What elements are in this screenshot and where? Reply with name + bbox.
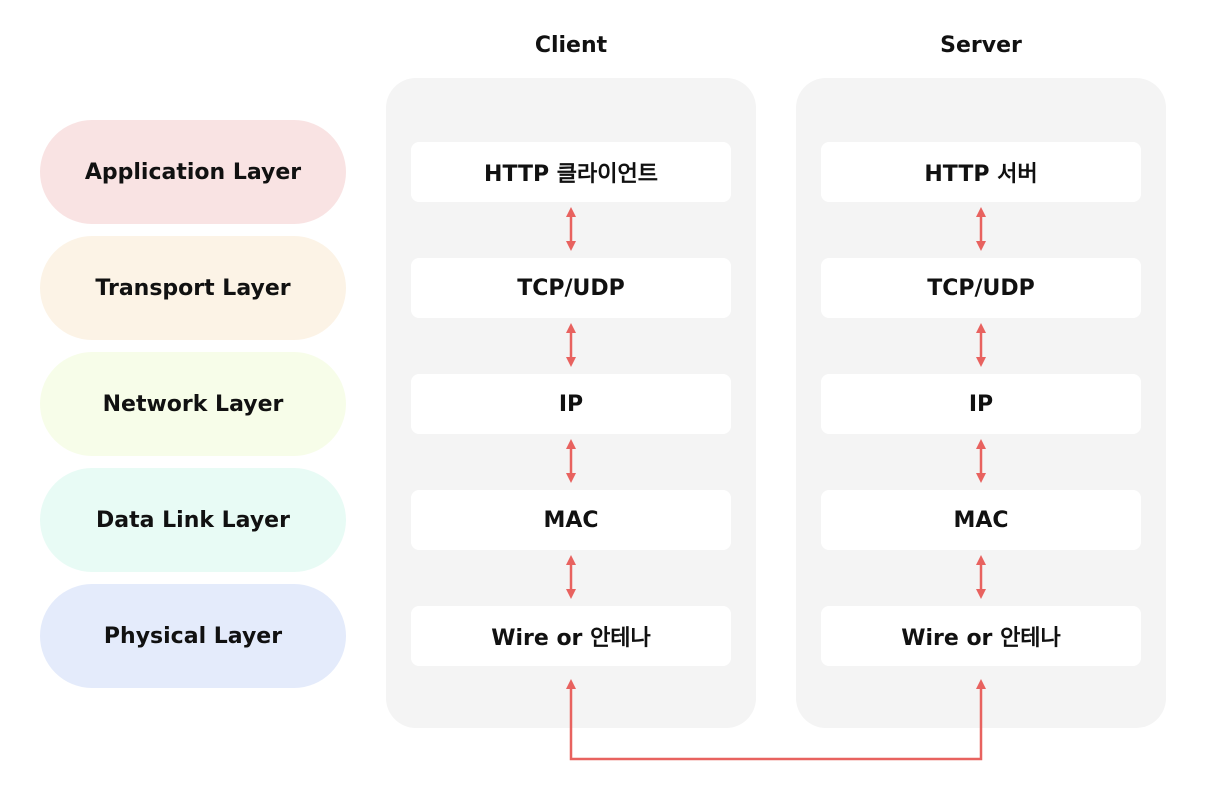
client-box-network: IP bbox=[411, 374, 731, 434]
layer-label: Network Layer bbox=[102, 391, 284, 417]
box-label: HTTP 서버 bbox=[924, 162, 1038, 187]
box-label: TCP/UDP bbox=[517, 275, 625, 301]
server-box-physical: Wire or 안테나 bbox=[821, 606, 1141, 666]
box-label: TCP/UDP bbox=[927, 275, 1035, 301]
server-box-application: HTTP 서버 bbox=[821, 142, 1141, 202]
layer-physical: Physical Layer bbox=[40, 584, 346, 688]
box-label: MAC bbox=[953, 507, 1009, 533]
box-label: Wire or 안테나 bbox=[491, 626, 651, 651]
client-box-data-link: MAC bbox=[411, 490, 731, 550]
server-box-transport: TCP/UDP bbox=[821, 258, 1141, 318]
server-box-data-link: MAC bbox=[821, 490, 1141, 550]
layer-data-link: Data Link Layer bbox=[40, 468, 346, 572]
server-box-network: IP bbox=[821, 374, 1141, 434]
client-title: Client bbox=[534, 33, 608, 58]
server-title: Server bbox=[940, 33, 1022, 58]
layer-label: Application Layer bbox=[84, 159, 302, 185]
box-label: IP bbox=[558, 391, 584, 417]
box-label: HTTP 클라이언트 bbox=[484, 162, 658, 187]
box-label: MAC bbox=[543, 507, 599, 533]
client-box-physical: Wire or 안테나 bbox=[411, 606, 731, 666]
layer-label: Data Link Layer bbox=[96, 507, 290, 533]
layer-label: Transport Layer bbox=[95, 275, 291, 301]
client-box-application: HTTP 클라이언트 bbox=[411, 142, 731, 202]
layer-application: Application Layer bbox=[40, 120, 346, 224]
box-label: IP bbox=[968, 391, 994, 417]
layer-network: Network Layer bbox=[40, 352, 346, 456]
box-label: Wire or 안테나 bbox=[901, 626, 1061, 651]
client-box-transport: TCP/UDP bbox=[411, 258, 731, 318]
layer-transport: Transport Layer bbox=[40, 236, 346, 340]
layer-label: Physical Layer bbox=[103, 623, 283, 649]
